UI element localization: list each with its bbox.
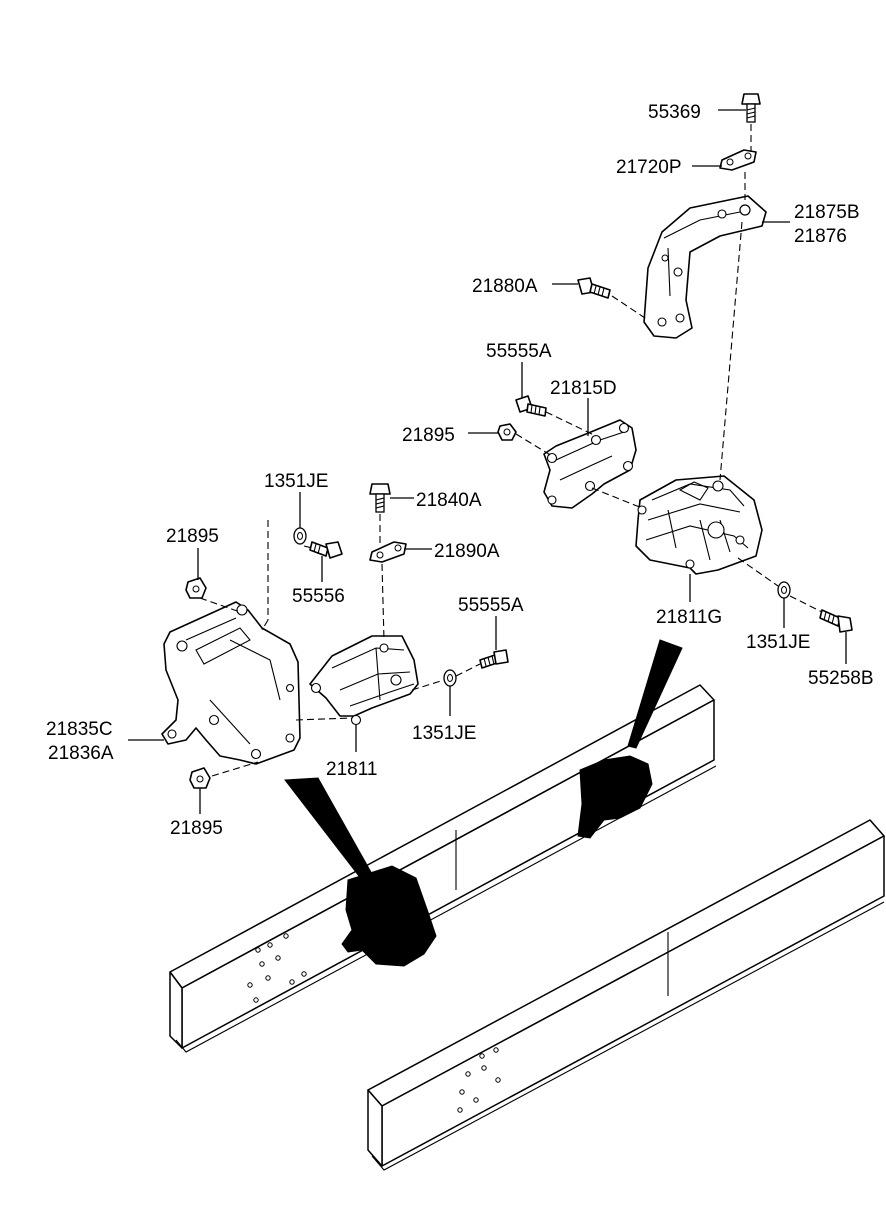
washer-1351je-left bbox=[293, 527, 307, 545]
label-21880a: 21880A bbox=[472, 276, 538, 297]
bolt-21880a bbox=[577, 277, 611, 299]
label-21895-mid: 21895 bbox=[402, 425, 455, 446]
label-1351je-left: 1351JE bbox=[264, 471, 328, 492]
label-55369: 55369 bbox=[648, 102, 701, 123]
bolt-55556 bbox=[309, 541, 343, 559]
bolt-21840a bbox=[369, 483, 391, 513]
bracket-21835c bbox=[161, 601, 301, 765]
nut-21895-mid bbox=[497, 423, 517, 441]
label-21836a: 21836A bbox=[48, 743, 114, 764]
engine-mount-21811 bbox=[309, 635, 419, 726]
label-1351je-mid: 1351JE bbox=[412, 723, 476, 744]
engine-mount-21811g bbox=[635, 475, 763, 575]
label-21815d: 21815D bbox=[550, 378, 617, 399]
bolt-55258b bbox=[819, 609, 853, 633]
label-21835c: 21835C bbox=[46, 719, 113, 740]
label-55555a-top: 55555A bbox=[486, 341, 552, 362]
part-labels: 55369 21720P 21875B 21876 21880A 55555A … bbox=[46, 102, 874, 839]
label-21890a: 21890A bbox=[434, 541, 500, 562]
washer-1351je-mid bbox=[443, 669, 457, 687]
label-21840a: 21840A bbox=[416, 490, 482, 511]
label-21895-bottom: 21895 bbox=[170, 818, 223, 839]
nut-21895-left bbox=[185, 577, 207, 599]
label-1351je-right: 1351JE bbox=[746, 632, 810, 653]
label-21720p: 21720P bbox=[616, 157, 682, 178]
plate-21720p bbox=[719, 149, 757, 171]
label-55555a-mid: 55555A bbox=[458, 595, 524, 616]
bolt-55369 bbox=[741, 93, 761, 123]
label-55556: 55556 bbox=[292, 586, 345, 607]
label-55258b: 55258B bbox=[808, 668, 874, 689]
label-21876: 21876 bbox=[794, 226, 847, 247]
leader-lines bbox=[128, 109, 847, 814]
label-21875b: 21875B bbox=[794, 202, 860, 223]
label-21895-left: 21895 bbox=[166, 526, 219, 547]
assembly-lines bbox=[199, 124, 823, 777]
bolt-55555a-top bbox=[515, 395, 547, 417]
chassis-frame bbox=[169, 684, 885, 1171]
bolt-55555a-mid bbox=[479, 649, 509, 669]
bracket-21815d bbox=[543, 419, 637, 509]
location-indicators bbox=[284, 639, 683, 967]
plate-21890a bbox=[369, 541, 407, 563]
upper-bracket-21875b bbox=[643, 195, 767, 339]
label-21811: 21811 bbox=[326, 759, 377, 780]
label-21811g: 21811G bbox=[656, 607, 722, 628]
nut-21895-bottom bbox=[189, 767, 211, 789]
washer-1351je-right bbox=[777, 581, 791, 599]
